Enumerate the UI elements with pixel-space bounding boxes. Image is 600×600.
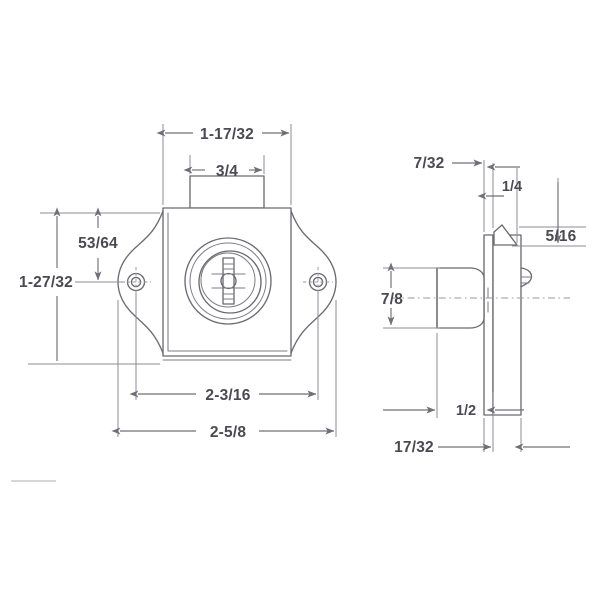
dim-side-barrel-diameter: 7/8 — [381, 291, 403, 308]
front-right-wing — [290, 210, 337, 354]
keyhole-icon — [184, 237, 272, 325]
dim-front-hole-from-top: 53/64 — [78, 235, 118, 252]
front-view-dimensions: 1-17/32 3/4 1-27/32 53/64 — [19, 124, 337, 441]
side-mounting-plate — [483, 234, 494, 416]
side-body-block — [492, 234, 522, 416]
dim-side-cam-width: 1/4 — [502, 179, 522, 195]
front-view-geometry — [117, 175, 337, 361]
cam-icon — [493, 224, 518, 246]
dim-front-wing-span: 2-5/8 — [210, 424, 247, 441]
dim-front-hole-spacing: 2-3/16 — [205, 387, 250, 404]
catch-icon — [520, 267, 533, 288]
side-view-dimensions: 7/32 1/4 5/16 7/8 1/2 — [381, 155, 586, 456]
dim-side-body-depth: 1/2 — [456, 403, 476, 419]
dim-side-plate-offset: 7/32 — [414, 155, 445, 172]
front-top-tab — [189, 175, 265, 209]
front-body-inner-edge — [167, 212, 288, 352]
side-view-geometry — [392, 224, 570, 416]
dim-front-overall-width: 1-17/32 — [200, 126, 254, 143]
dim-front-overall-height: 1-27/32 — [19, 274, 73, 291]
dim-side-cam-height: 5/16 — [546, 228, 577, 245]
dim-front-tab-width: 3/4 — [216, 163, 238, 180]
dim-side-total-depth: 17/32 — [394, 439, 434, 456]
